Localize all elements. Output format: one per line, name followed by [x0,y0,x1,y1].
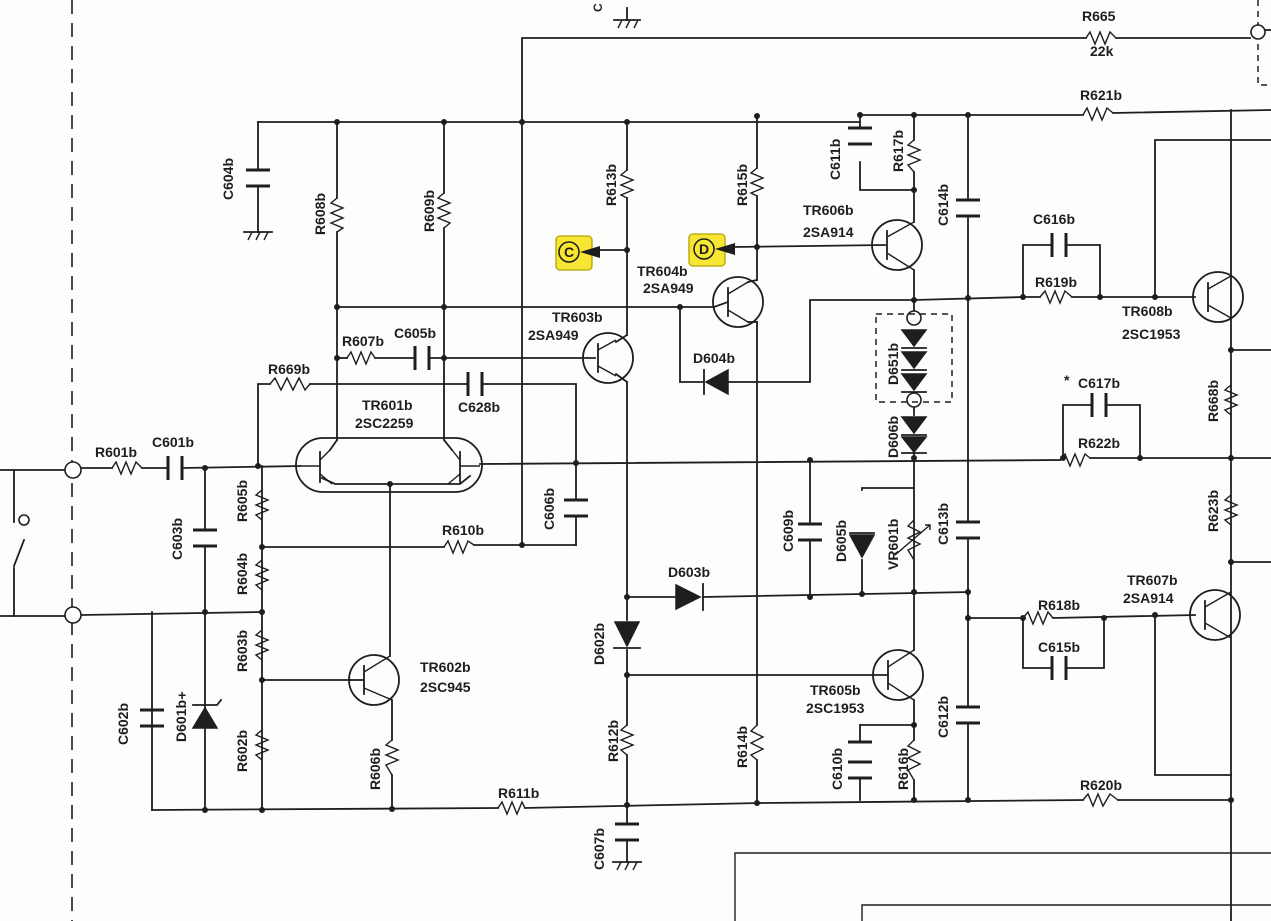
r607-label: R607b [342,333,384,349]
tr607-type: 2SA914 [1123,590,1174,606]
r604-label: R604b [234,553,250,595]
vertical-labels: C604b R608b R609b R613b R615b C611b R617… [115,3,1221,870]
r608-label: R608b [312,193,328,235]
c628-label: C628b [458,399,500,415]
d603-label: D603b [668,564,710,580]
marker-c[interactable]: C [555,235,600,271]
c601-label: C601b [152,434,194,450]
tr601-label: TR601b [362,397,413,413]
r615-label: R615b [734,164,750,206]
tr602-type: 2SC945 [420,679,471,695]
c617-star: * [1064,372,1070,388]
tr601-type: 2SC2259 [355,415,414,431]
r605-label: R605b [234,480,250,522]
marker-d-label: D [699,241,709,257]
r606-label: R606b [367,748,383,790]
c607-label: C607b [591,828,607,870]
c604-label: C604b [220,158,236,200]
r668-label: R668b [1205,380,1221,422]
r619-label: R619b [1035,274,1077,290]
vr601-label: VR601b [885,519,901,570]
r669-label: R669b [268,361,310,377]
r623-label: R623b [1205,490,1221,532]
tr607-label: TR607b [1127,572,1178,588]
d604-label: D604b [693,350,735,366]
c614-label: C614b [935,184,951,226]
d601-plus: + [178,687,186,703]
r603-label: R603b [234,630,250,672]
ground-symbols [243,7,642,871]
c-top-label: C [591,3,605,12]
junction-dots [202,112,1234,813]
c603-label: C603b [169,518,185,560]
tr603-type: 2SA949 [528,327,579,343]
c612-label: C612b [935,696,951,738]
c602-label: C602b [115,703,131,745]
r602-label: R602b [234,730,250,772]
tr604-label: TR604b [637,263,688,279]
terminals [18,24,1266,624]
r665-value: 22k [1090,43,1114,59]
tr608-label: TR608b [1122,303,1173,319]
tr604-type: 2SA949 [643,280,694,296]
tr603-label: TR603b [552,309,603,325]
r611-label: R611b [498,785,539,801]
r614-label: R614b [734,726,750,768]
resistor-symbols [111,30,1239,816]
c610-label: C610b [829,748,845,790]
tr608-type: 2SC1953 [1122,326,1181,342]
c605-label: C605b [394,325,436,341]
labels: R665 22k R621b R601b C601b R607b C605b R… [95,8,1181,801]
c617-label: C617b [1078,375,1120,391]
diode-symbols [191,313,953,729]
d601-label: D601b [173,700,189,742]
r622-label: R622b [1078,435,1120,451]
transistor-symbols [295,219,1244,706]
tr602-label: TR602b [420,659,471,675]
c615-label: C615b [1038,639,1080,655]
marker-c-label: C [564,244,574,260]
tr606-type: 2SA914 [803,224,854,240]
c611-label: C611b [827,139,843,180]
r621-label: R621b [1080,87,1122,103]
section-boundary [71,0,1271,921]
r665-label: R665 [1082,8,1116,24]
d602-label: D602b [591,623,607,665]
tr605-label: TR605b [810,682,861,698]
r617-label: R617b [890,130,906,172]
r616-label: R616b [895,748,911,790]
r613-label: R613b [603,164,619,206]
r601-label: R601b [95,444,137,460]
r618-label: R618b [1038,597,1080,613]
r612-label: R612b [605,720,621,762]
ground-terminal[interactable] [64,606,82,624]
c606-label: C606b [541,488,557,530]
tr606-label: TR606b [803,202,854,218]
c616-label: C616b [1033,211,1075,227]
c613-label: C613b [935,503,951,545]
d606-label: D606b [885,416,901,458]
r609-label: R609b [421,190,437,232]
output-terminal[interactable] [1250,24,1266,40]
r610-label: R610b [442,522,484,538]
tr605-type: 2SC1953 [806,700,865,716]
capacitor-symbols [140,126,1108,842]
r620-label: R620b [1080,777,1122,793]
c609-label: C609b [780,510,796,552]
d651-label: D651b [885,343,901,385]
input-terminal[interactable] [64,461,82,479]
d605-label: D605b [833,520,849,562]
marker-d[interactable]: D [688,233,735,267]
